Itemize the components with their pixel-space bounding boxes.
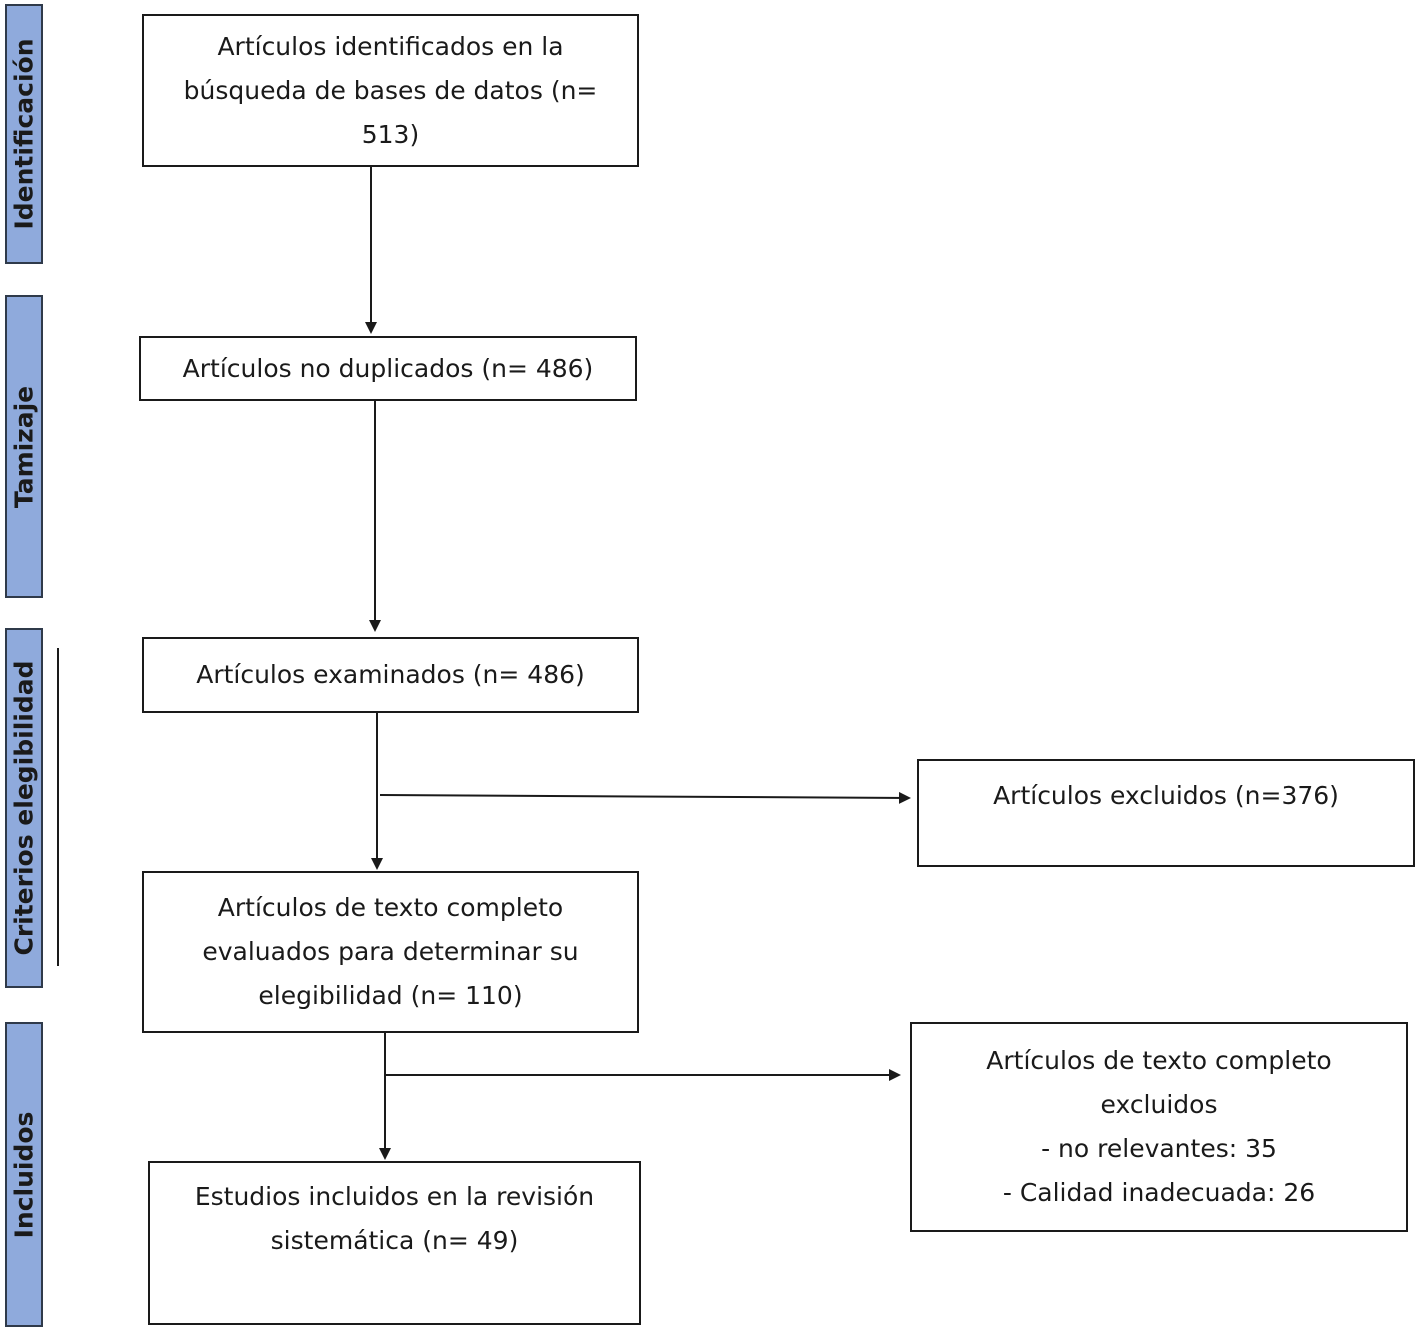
identified-line1: Artículos identificados en la [217, 31, 564, 61]
full-text-excluded-line4: - Calidad inadecuada: 26 [1002, 1178, 1316, 1207]
box-examined: Artículos examinados (n= 486) [142, 637, 639, 713]
box-non-duplicates: Artículos no duplicados (n= 486) [139, 336, 637, 401]
stage-tamizaje: Tamizaje [5, 295, 43, 598]
full-text-excluded-line2: excluidos [1100, 1090, 1218, 1119]
stage-identificacion: Identificación [5, 4, 43, 264]
full-text-excluded-line1: Artículos de texto completo [986, 1046, 1332, 1075]
examined-text: Artículos examinados (n= 486) [196, 660, 585, 689]
included-line2: sistemática (n= 49) [270, 1226, 519, 1255]
identified-line2: búsqueda de bases de datos (n= [183, 75, 598, 105]
box-identified: Artículos identificados en la búsqueda d… [142, 14, 639, 167]
non-duplicates-text: Artículos no duplicados (n= 486) [182, 353, 594, 383]
box-full-text-excluded: Artículos de texto completo excluidos - … [910, 1022, 1408, 1232]
arrow-to-excluded [379, 791, 911, 804]
stage-criterios: Criterios elegibilidad [5, 628, 43, 988]
included-line1: Estudios incluidos en la revisión [194, 1182, 595, 1211]
box-full-text: Artículos de texto completo evaluados pa… [142, 871, 639, 1033]
stage-criterios-underline [57, 648, 59, 966]
box-included: Estudios incluidos en la revisión sistem… [148, 1161, 641, 1325]
full-text-line3: elegibilidad (n= 110) [258, 981, 523, 1010]
full-text-excluded-line3: - no relevantes: 35 [1041, 1134, 1277, 1163]
full-text-line2: evaluados para determinar su [202, 937, 579, 966]
excluded-text: Artículos excluidos (n=376) [993, 781, 1339, 810]
box-excluded: Artículos excluidos (n=376) [917, 759, 1415, 867]
full-text-line1: Artículos de texto completo [217, 893, 564, 922]
stage-incluidos: Incluidos [5, 1022, 43, 1327]
identified-line3: 513) [361, 119, 420, 149]
